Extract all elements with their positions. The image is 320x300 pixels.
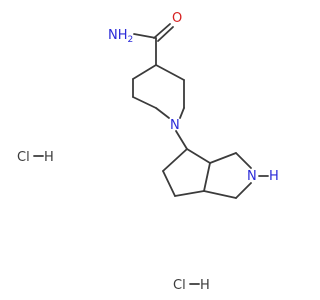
- bond-py-2: [235, 152, 252, 169]
- pyrrolidine-h-label: H: [269, 169, 279, 184]
- piperidine-n-label: N: [170, 118, 180, 133]
- bond-py-3: [235, 182, 252, 199]
- bond-cp-5: [162, 148, 188, 172]
- bond-pip-5: [132, 96, 157, 109]
- bond-pip-3: [179, 107, 185, 119]
- bond-cp-1: [186, 148, 211, 164]
- carboxamide-group: [133, 23, 174, 66]
- piperidine-ring: [132, 64, 185, 119]
- amide-subscript-2: 2: [128, 35, 134, 45]
- amide-nh2-label: NH2: [108, 28, 133, 45]
- bond-cp-4: [162, 170, 176, 197]
- hcl-1-cl-label: Cl: [17, 150, 30, 165]
- hcl-2-cl-label: Cl: [173, 278, 186, 293]
- hcl-1-h-label: H: [44, 150, 54, 165]
- bond-py-4: [203, 190, 237, 199]
- bond-cp-2: [203, 162, 211, 192]
- bond-carbonyl-N: [133, 33, 157, 39]
- bicyclic-ring: [162, 148, 252, 199]
- bond-carbonyl-O-b: [157, 26, 174, 42]
- amide-nh-text: NH: [108, 28, 128, 43]
- molecule-diagram: O NH2 N N H Cl H Cl H: [17, 11, 279, 293]
- pyrrolidine-n-label: N: [247, 169, 257, 184]
- bond-carbonyl-O-a: [153, 23, 171, 39]
- bond-pip-4: [155, 107, 170, 119]
- bond-N-bicyclic: [175, 130, 188, 150]
- bond-py-1: [209, 152, 237, 164]
- bond-pip-1: [155, 64, 185, 81]
- hcl-2-h-label: H: [200, 278, 210, 293]
- bond-cp-3: [174, 190, 205, 197]
- bond-pip-7: [132, 64, 157, 80]
- oxygen-label: O: [172, 11, 182, 26]
